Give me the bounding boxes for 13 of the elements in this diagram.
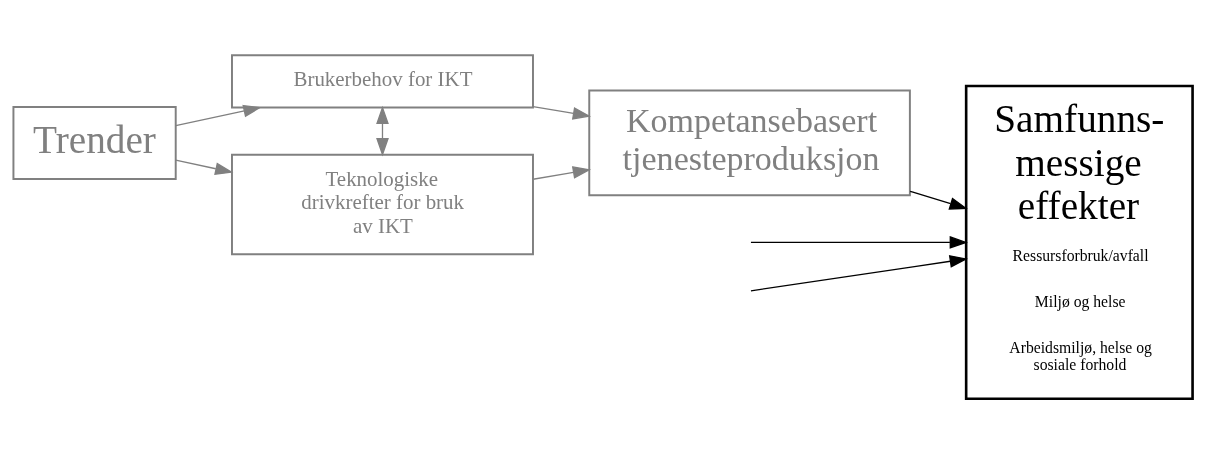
arrow — [532, 165, 592, 180]
arrow — [909, 190, 968, 210]
node-box: Kompetansebasert tjenesteproduksjon — [588, 89, 911, 196]
node-box: Teknologiske drivkrefter for bruk av IKT — [231, 153, 534, 255]
node-box: Trender — [12, 105, 177, 180]
arrow — [376, 105, 389, 156]
arrow — [532, 105, 592, 120]
node-box: Samfunns- messige effekter Ressursforbruk/avfall Miljø og helse Arbeidsmiljø, helse og sosiale forhold — [964, 84, 1194, 400]
arrow — [750, 235, 968, 249]
arrow — [175, 158, 234, 175]
node-box: Brukerbehov for IKT — [231, 53, 534, 109]
arrow — [175, 104, 262, 126]
arrow — [750, 254, 968, 291]
